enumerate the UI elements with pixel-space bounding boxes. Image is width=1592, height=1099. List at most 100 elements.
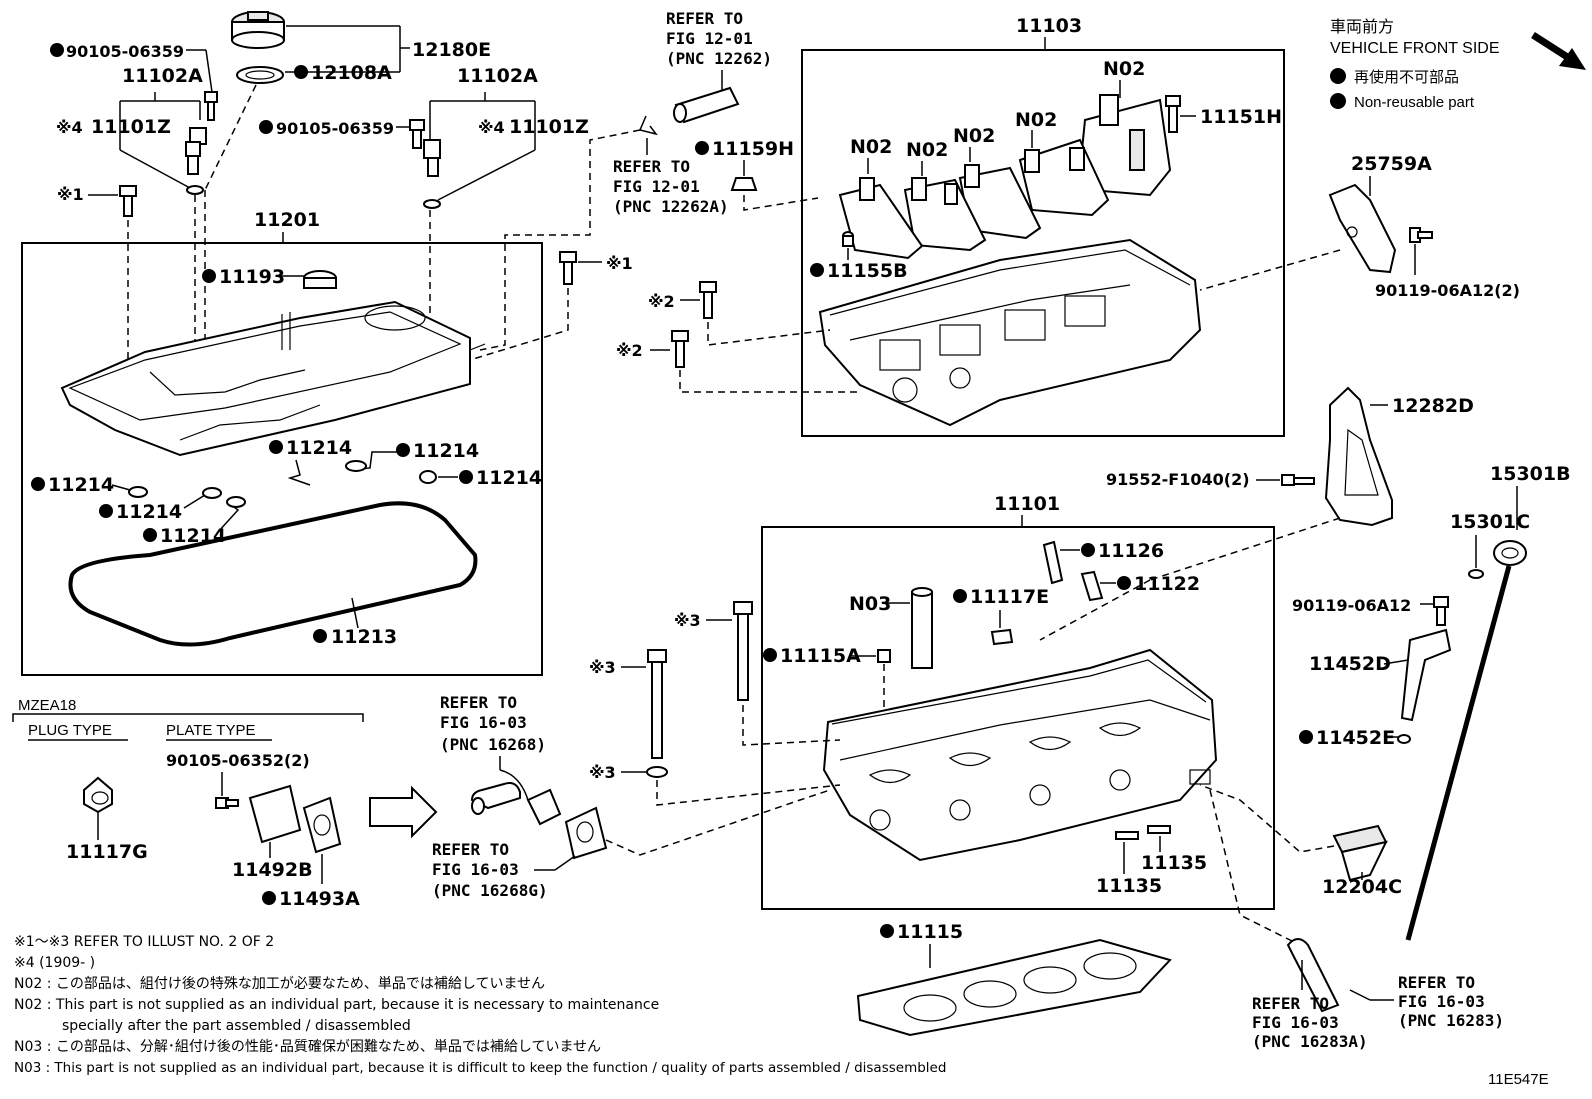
legend: 車両前方 VEHICLE FRONT SIDE 再使用不可部品 Non-reus… xyxy=(1330,18,1586,111)
head-gasket xyxy=(856,938,1172,1037)
note-5: specially after the part assembled / dis… xyxy=(62,1018,411,1034)
ref2-line1: REFER TO xyxy=(613,157,690,176)
note-x3-b: ※3 xyxy=(589,658,616,677)
label-90119-06A12: 90119-06A12 xyxy=(1292,596,1411,615)
ref6-line1: REFER TO xyxy=(1398,973,1475,992)
cylinder-head xyxy=(822,648,1218,862)
label-11214-1: 11214 xyxy=(286,437,352,459)
bracket-25759A xyxy=(1328,183,1397,274)
right-arrow-icon xyxy=(369,785,438,839)
mzea18-variants: MZEA18 PLUG TYPE PLATE TYPE 11117G 90105… xyxy=(12,697,438,910)
note-6: N03 : この部品は、分解･組付け後の性能･品質確保が困難なため、単品では補給… xyxy=(14,1039,601,1055)
washer xyxy=(646,766,668,778)
head-cover-box xyxy=(21,242,543,676)
note-2: ※4 (1909- ) xyxy=(14,955,95,971)
legend-nonreuse-en: Non-reusable part xyxy=(1354,94,1475,111)
note-x1-a: ※1 xyxy=(57,185,84,204)
label-11159H: 11159H xyxy=(712,138,794,160)
label-mzea18: MZEA18 xyxy=(18,697,76,714)
bracket-12282D xyxy=(1324,386,1393,527)
front-direction-arrow-icon xyxy=(1531,32,1586,70)
ref2-line2: FIG 12-01 xyxy=(613,177,700,196)
ref4-line2: FIG 16-03 xyxy=(432,860,519,879)
ref3-line3: (PNC 16268) xyxy=(440,735,546,754)
note-x3-c: ※3 xyxy=(589,763,616,782)
note-x4-b: ※4 xyxy=(478,118,505,137)
group-label-11103: 11103 xyxy=(1016,15,1082,37)
legend-nonreuse-jp: 再使用不可部品 xyxy=(1354,69,1459,86)
label-plate-type: PLATE TYPE xyxy=(166,722,255,739)
ref1-line2: FIG 12-01 xyxy=(666,29,753,48)
label-11102A-b: 11102A xyxy=(457,65,538,87)
plug-11117G xyxy=(83,776,113,814)
right-side-parts: 25759A 90119-06A12(2) 12282D 91552-F1040… xyxy=(1039,153,1571,941)
ref5-line3: (PNC 16283A) xyxy=(1252,1032,1368,1051)
label-11493A: 11493A xyxy=(279,888,360,910)
head-bolt-2 xyxy=(651,661,663,759)
ref2-line3: (PNC 12262A) xyxy=(613,197,729,216)
footnotes: ※1～※3 REFER TO ILLUST NO. 2 OF 2 ※4 (190… xyxy=(14,934,1549,1088)
water-outlet-flange xyxy=(526,788,562,826)
cylinder-head-box xyxy=(761,526,1275,910)
ref4-line1: REFER TO xyxy=(432,840,509,859)
label-11115A: 11115A xyxy=(780,645,861,667)
camshaft-housing-box xyxy=(801,49,1285,437)
group-label-11101: 11101 xyxy=(994,493,1060,515)
label-N02-2: N02 xyxy=(1015,109,1057,131)
note-x3-a: ※3 xyxy=(674,611,701,630)
label-11492B: 11492B xyxy=(232,859,313,881)
label-11115: 11115 xyxy=(897,921,963,943)
cylinder-head-assembly: 11101 11126 11122 N03 11117E 11115A xyxy=(589,493,1504,1051)
label-11155B: 11155B xyxy=(827,260,908,282)
legend-title-jp: 車両前方 xyxy=(1330,18,1394,36)
label-11135-a: 11135 xyxy=(1141,852,1207,874)
water-pipe-refs: REFER TO FIG 16-03 (PNC 16268) REFER TO … xyxy=(432,693,831,900)
label-11214-5: 11214 xyxy=(116,501,182,523)
head-cover-assembly: 11201 11193 11214 11214 11214 11214 xyxy=(21,209,633,676)
water-outlet-gasket xyxy=(564,806,608,860)
label-11122: 11122 xyxy=(1134,573,1200,595)
label-11452D: 11452D xyxy=(1309,653,1391,675)
illustration-code: 11E547E xyxy=(1488,1071,1549,1088)
plate-11492B xyxy=(248,784,302,844)
note-7: N03 : This part is not supplied as an in… xyxy=(14,1060,946,1076)
note-x1-b: ※1 xyxy=(606,254,633,273)
ref5-line1: REFER TO xyxy=(1252,994,1329,1013)
label-12282D: 12282D xyxy=(1392,395,1474,417)
nonreusable-dot-icon xyxy=(1330,68,1346,84)
ref6-line2: FIG 16-03 xyxy=(1398,992,1485,1011)
label-12108A: 12108A xyxy=(311,62,392,84)
label-15301B: 15301B xyxy=(1490,463,1571,485)
note-x4-a: ※4 xyxy=(56,118,83,137)
label-11101Z-b: 11101Z xyxy=(509,116,589,138)
vent-hose-refs: REFER TO FIG 12-01 (PNC 12262) REFER TO … xyxy=(479,9,819,351)
label-11151H: 11151H xyxy=(1200,106,1282,128)
note-3: N02 : この部品は、組付け後の特殊な加工が必要なため、単品では補給していませ… xyxy=(14,976,545,992)
note-x2-b: ※2 xyxy=(616,341,643,360)
ref1-line3: (PNC 12262) xyxy=(666,49,772,68)
label-12180E: 12180E xyxy=(412,39,491,61)
label-25759A: 25759A xyxy=(1351,153,1432,175)
label-plug-type: PLUG TYPE xyxy=(28,722,112,739)
camshaft-bearing-caps xyxy=(838,94,1172,260)
label-91552-F1040: 91552-F1040(2) xyxy=(1106,470,1250,489)
label-11213: 11213 xyxy=(331,626,397,648)
label-11102A-a: 11102A xyxy=(122,65,203,87)
ref3-line2: FIG 16-03 xyxy=(440,713,527,732)
label-90105-06359-a: 90105-06359 xyxy=(66,42,184,61)
label-11126: 11126 xyxy=(1098,540,1164,562)
label-N03: N03 xyxy=(849,593,891,615)
ref1-line1: REFER TO xyxy=(666,9,743,28)
oil-filler-cap-group: 12180E 12108A xyxy=(204,11,491,415)
label-N02-3: N02 xyxy=(953,125,995,147)
label-11117G: 11117G xyxy=(66,841,148,863)
ref5-line2: FIG 16-03 xyxy=(1252,1013,1339,1032)
camshaft-housing xyxy=(818,238,1202,427)
cam-sensor-left: 90105-06359 11102A ※4 11101Z ※1 xyxy=(50,42,218,420)
note-x2-a: ※2 xyxy=(648,292,675,311)
ref3-line1: REFER TO xyxy=(440,693,517,712)
label-11135-b: 11135 xyxy=(1096,875,1162,897)
nonreusable-dot-icon xyxy=(1330,93,1346,109)
